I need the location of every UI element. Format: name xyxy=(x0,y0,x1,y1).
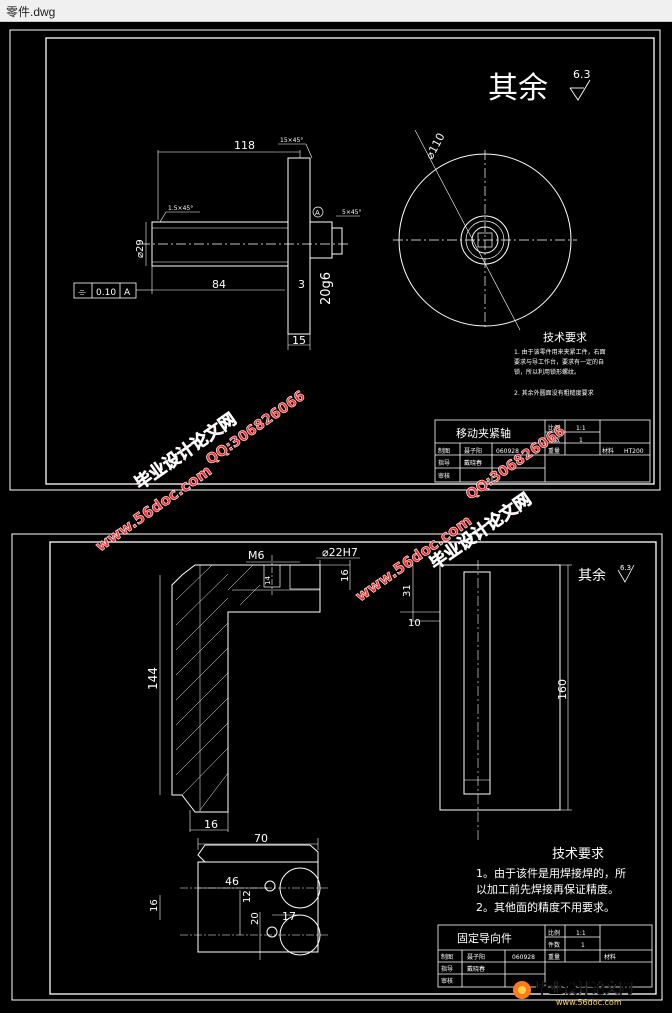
sheet-2-inner-border xyxy=(49,541,657,995)
title-block-1 xyxy=(434,419,651,483)
sheet-1-note-line: 1. 由于该零件用来夹紧工件，右面 xyxy=(514,348,606,356)
dim-118: 118 xyxy=(234,139,255,152)
roughness-symbol-1 xyxy=(569,79,591,101)
dim-16-bottom: 16 xyxy=(204,818,218,831)
tb2-scale: 1:1 xyxy=(576,930,586,937)
watermarks: www.56doc.com 毕业设计论文网 QQ:306826066 www.5… xyxy=(92,388,569,606)
tb2-scale-label: 比例 xyxy=(548,929,560,937)
window-title: 零件.dwg xyxy=(6,5,56,19)
tb1-part-name: 移动夹紧轴 xyxy=(456,426,511,440)
tb1-drawer-no: 060928 xyxy=(496,448,519,455)
chamfer-3: 5×45° xyxy=(342,209,361,216)
dim-16-left: 16 xyxy=(149,899,160,912)
tolerance-value: 0.10 xyxy=(96,288,116,298)
cad-canvas[interactable]: 其余 6.3 118 84 3 15 ⌀29 20g6 ⌀110 1.5×45°… xyxy=(0,22,672,1009)
sheet-1-outer-border xyxy=(9,29,661,491)
dim-84: 84 xyxy=(212,278,226,291)
dim-15: 15 xyxy=(292,334,306,347)
tb2-part-name: 固定导向件 xyxy=(457,931,512,945)
tb1-scale-label: 比例 xyxy=(548,424,560,432)
tolerance-datum: A xyxy=(124,288,131,298)
dim-10: 10 xyxy=(408,618,421,629)
tb2-review-label: 审核 xyxy=(441,977,453,985)
sheet-1-inner-border xyxy=(45,37,655,485)
sheet-1-notes-title: 技术要求 xyxy=(543,331,587,344)
tb1-review-label: 审核 xyxy=(438,472,450,480)
plate-side-view xyxy=(400,560,572,840)
tb2-material-label: 材料 xyxy=(604,953,616,961)
tolerance-symbol: ⌯ xyxy=(78,287,86,298)
l-bracket-section xyxy=(159,555,360,832)
datum-a-label: A xyxy=(315,209,320,217)
tb2-count-label: 件数 xyxy=(548,941,560,949)
tb1-drawer: 聂子阳 xyxy=(464,447,482,455)
chamfer-1: 1.5×45° xyxy=(168,205,193,212)
dim-144: 144 xyxy=(146,667,160,690)
disc-front-view xyxy=(393,129,577,331)
site-logo: 毕业设计论文网 www.56doc.com xyxy=(513,980,633,1007)
logo-text: 毕业设计论文网 xyxy=(535,980,633,997)
sheet-1-roughness-value: 6.3 xyxy=(573,68,591,81)
sheet-2 xyxy=(11,533,663,1001)
dim-14: 14 xyxy=(264,576,272,585)
sheet-2-outer-border xyxy=(11,533,663,1001)
tb2-checker: 戴晓春 xyxy=(467,965,485,973)
tb1-count-label: 件数 xyxy=(548,436,560,444)
tb1-checker: 戴晓春 xyxy=(464,459,482,467)
bracket-top-view xyxy=(159,838,330,960)
roughness-symbol-2 xyxy=(617,564,635,583)
sheet-1-note-line: 要求与导工作台，要求有一定的自 xyxy=(514,358,604,366)
sheet-2-note-line: 以加工前先焊接再保证精度。 xyxy=(476,882,619,896)
tb1-scale: 1:1 xyxy=(576,425,586,432)
drawing-svg: 其余 6.3 118 84 3 15 ⌀29 20g6 ⌀110 1.5×45°… xyxy=(9,29,663,1007)
tb2-drawer-no: 060928 xyxy=(512,954,535,961)
tb2-check-label: 指导 xyxy=(441,965,453,973)
tb2-weight-label: 重量 xyxy=(548,953,560,961)
dim-31: 31 xyxy=(402,584,413,597)
dim-46: 46 xyxy=(225,875,239,888)
dim-70: 70 xyxy=(254,832,268,845)
window-titlebar: 零件.dwg xyxy=(0,0,672,22)
dim-d29: ⌀29 xyxy=(135,239,146,258)
dim-3: 3 xyxy=(298,278,305,291)
dim-20g6: 20g6 xyxy=(319,272,334,305)
sheet-1-rest-finish: 其余 xyxy=(488,71,548,106)
tb1-check-label: 指导 xyxy=(438,459,450,467)
logo-url: www.56doc.com xyxy=(556,998,622,1007)
sheet-1 xyxy=(9,29,661,491)
tb2-draw-label: 制图 xyxy=(441,953,453,961)
sheet-1-note-line: 2. 其余外圆面没有粗糙度要求 xyxy=(514,389,594,397)
sheet-1-note-line: 锁，所以利用锁形螺纹。 xyxy=(514,368,580,376)
tb1-material-label: 材料 xyxy=(602,447,614,455)
tb1-weight-label: 重量 xyxy=(548,447,560,455)
dim-m6: M6 xyxy=(248,549,265,562)
chamfer-2: 15×45° xyxy=(280,137,303,144)
dim-16-top: 16 xyxy=(340,569,351,582)
dim-17: 17 xyxy=(282,910,296,923)
dim-d110: ⌀110 xyxy=(423,131,447,161)
shaft-side-view xyxy=(73,143,360,350)
sheet-2-note-line: 2。其他面的精度不用要求。 xyxy=(476,900,615,914)
sheet-2-roughness-value: 6.3 xyxy=(620,564,631,572)
sheet-2-notes-title: 技术要求 xyxy=(552,847,604,862)
tb1-material: HT200 xyxy=(624,448,644,455)
dim-20: 20 xyxy=(250,912,261,925)
dim-d22h7: ⌀22H7 xyxy=(322,546,358,559)
sheet-2-rest-finish: 其余 xyxy=(578,567,606,584)
dim-12: 12 xyxy=(242,890,253,903)
tb1-draw-label: 制图 xyxy=(438,447,450,455)
tb1-count: 1 xyxy=(579,437,583,444)
dim-160: 160 xyxy=(556,679,569,700)
tb2-count: 1 xyxy=(581,942,585,949)
sheet-2-note-line: 1。由于该件是用焊接焊的，所 xyxy=(476,866,626,880)
title-block-2 xyxy=(437,924,653,988)
tb2-drawer: 聂子阳 xyxy=(467,953,485,961)
